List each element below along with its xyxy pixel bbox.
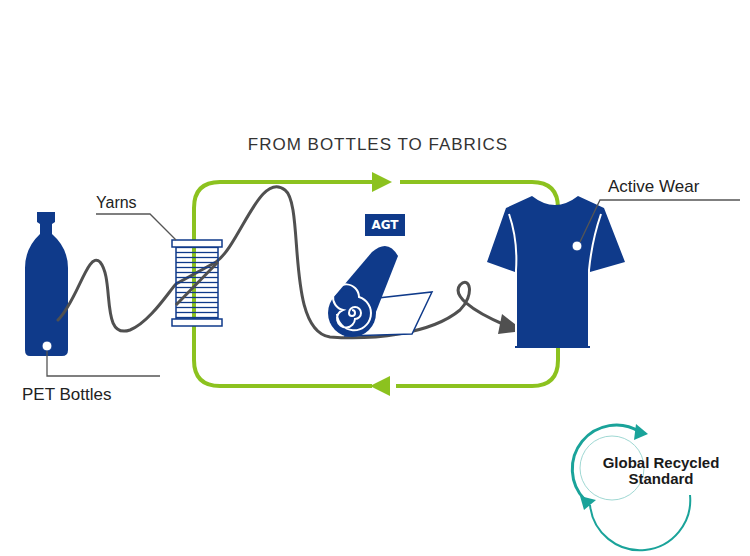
brand-tag: AGT (365, 214, 405, 236)
yarn-spool (172, 240, 222, 326)
grs-logo (572, 425, 690, 550)
leader-line (580, 200, 740, 242)
callout-dot (42, 341, 52, 351)
loop-arrowhead (370, 376, 390, 396)
part-label: PET Bottles (22, 385, 111, 405)
diagram-title: FROM BOTTLES TO FABRICS (0, 135, 750, 155)
logo-text: Global Recycled Standard (596, 455, 726, 487)
yarn-thread (58, 187, 505, 338)
part-label: Yarns (96, 194, 137, 212)
grs-arrow (580, 496, 596, 510)
active-wear-shirt (487, 196, 625, 348)
loop-arrowhead (372, 172, 392, 192)
grs-arrow (634, 424, 648, 440)
leader-line (47, 351, 160, 376)
pet-bottle (25, 212, 68, 356)
shirt-stripe (509, 214, 516, 346)
tag-text: AGT (365, 218, 405, 232)
part-label: Active Wear (608, 177, 699, 197)
shirt-stripe (589, 214, 601, 346)
fabric-roll (328, 246, 432, 337)
leader-line (96, 214, 176, 240)
callout-dot (572, 241, 582, 251)
